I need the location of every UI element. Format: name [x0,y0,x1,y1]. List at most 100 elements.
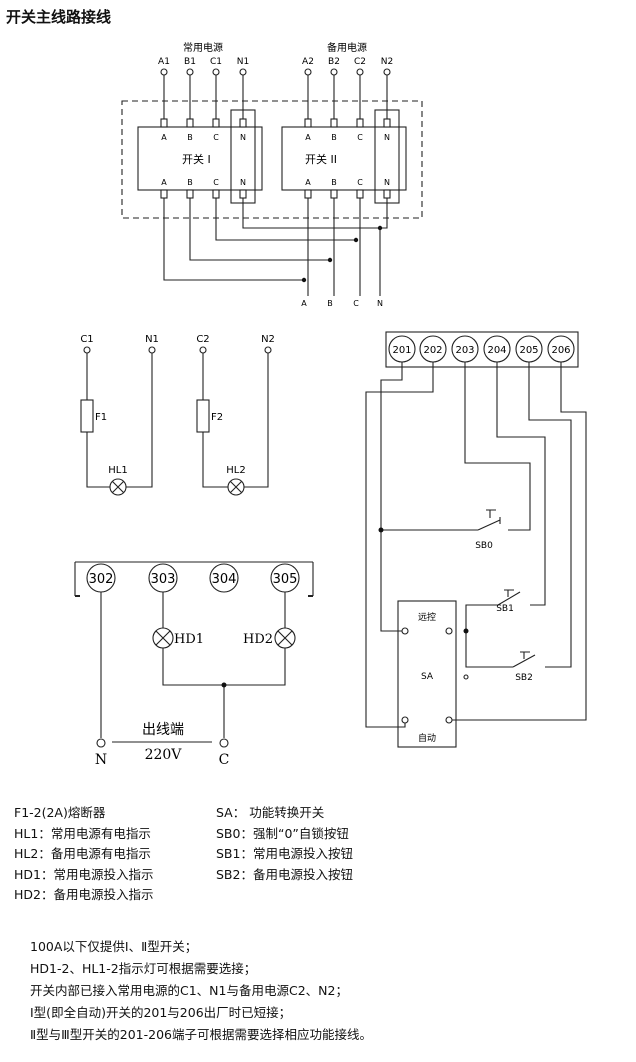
svg-text:203: 203 [455,345,474,356]
terminal-n1 [239,68,247,76]
svg-text:205: 205 [519,345,538,356]
switch-1-box [137,126,263,191]
switch-1-label: 开关 I [182,152,211,166]
terminal-c1-ind [83,346,91,354]
page-title: 开关主线路接线 [6,8,112,26]
legend-item: SB2：备用电源投入按钮 [216,866,353,882]
terminal-label: B1 [184,57,196,67]
svg-text:A: A [161,178,167,187]
notes: 100A以下仅提供Ⅰ、Ⅱ型开关； HD1-2、HL1-2指示灯可根据需要选接； … [30,936,372,1046]
legend-item: HL2：备用电源有电指示 [14,846,151,861]
remote-label: 远控 [418,611,436,623]
svg-text:HL1: HL1 [108,465,127,476]
terminal-n2 [383,68,391,76]
auto-label: 自动 [418,732,436,744]
terminal-n-out [96,738,106,748]
lamp-hd2 [274,627,296,649]
terminal-n2-ind [264,346,272,354]
svg-text:B: B [331,133,337,142]
sb0-label: SB0 [475,541,493,551]
output-label: N [377,299,383,308]
svg-text:C: C [219,752,230,768]
svg-text:N: N [240,133,246,142]
svg-text:C2: C2 [196,334,209,345]
note-line: 100A以下仅提供Ⅰ、Ⅱ型开关； [30,939,198,954]
fuse-f2 [196,399,210,433]
sa-switch-box [397,600,457,748]
svg-text:HL2: HL2 [226,465,245,476]
legend-left: F1-2(2A)熔断器 HL1：常用电源有电指示 HL2：备用电源有电指示 HD… [14,803,153,906]
note-line: Ⅱ型与Ⅲ型开关的201-206端子可根据需要选择相应功能接线。 [30,1027,372,1042]
backup-source-label: 备用电源 [327,41,367,54]
svg-text:202: 202 [423,345,442,356]
legend-item: F1-2(2A)熔断器 [14,805,106,820]
sa-label: SA [421,672,434,682]
legend-item: HL1：常用电源有电指示 [14,825,151,841]
svg-text:F2: F2 [211,412,223,423]
svg-text:C: C [213,178,219,187]
svg-text:N2: N2 [261,334,275,345]
terminal-c1 [212,68,220,76]
sb2-label: SB2 [515,673,533,683]
terminal-c-out [219,738,229,748]
terminal-c2 [356,68,364,76]
svg-text:A: A [305,178,311,187]
terminal-label: C1 [210,57,222,67]
output-terminal-title: 出线端 [142,722,184,738]
switch-2-label: 开关 II [305,152,337,166]
svg-text:302: 302 [89,572,114,587]
lamp-hl2 [227,478,245,496]
legend-item: SA： 功能转换开关 [216,805,325,820]
svg-text:F1: F1 [95,412,107,423]
svg-text:B: B [331,178,337,187]
svg-text:303: 303 [151,572,176,587]
output-label: A [301,299,307,308]
svg-text:204: 204 [487,345,506,356]
svg-text:C: C [213,133,219,142]
fuse-f1 [80,399,94,433]
main-switch-frame [121,100,423,219]
svg-text:N1: N1 [145,334,159,345]
note-line: Ⅰ型(即全自动)开关的201与206出厂时已短接； [30,1005,292,1020]
output-label: B [327,299,333,308]
legend-item: HD1：常用电源投入指示 [14,866,154,882]
terminal-label: A1 [158,57,170,67]
note-line: HD1-2、HL1-2指示灯可根据需要选接； [30,961,257,976]
svg-text:A: A [161,133,167,142]
terminal-label: N2 [381,57,393,67]
legend-right: SA： 功能转换开关 SB0：强制“0”自锁按钮 SB1：常用电源投入按钮 SB… [216,803,353,885]
note-line: 开关内部已接入常用电源的C1、N1与备用电源C2、N2； [30,983,348,998]
sb1-label: SB1 [496,604,514,614]
terminal-label: N1 [237,57,249,67]
terminal-label: A2 [302,57,314,67]
normal-source-label: 常用电源 [183,41,223,54]
svg-text:C: C [357,178,363,187]
terminal-304 [209,563,239,593]
svg-text:N: N [240,178,246,187]
svg-text:206: 206 [551,345,570,356]
svg-text:305: 305 [273,572,298,587]
terminal-n1-ind [148,346,156,354]
legend-item: SB0：强制“0”自锁按钮 [216,825,349,841]
lamp-hl1 [109,478,127,496]
control-terminal-strip [385,331,579,368]
svg-text:N: N [95,752,107,768]
lamp-hd1-label: HD1 [174,632,204,647]
svg-text:N: N [384,178,390,187]
legend-item: SB1：常用电源投入按钮 [216,846,353,861]
legend-item: HD2：备用电源投入指示 [14,887,154,902]
terminal-c2-ind [199,346,207,354]
svg-text:B: B [187,133,193,142]
svg-text:201: 201 [392,345,411,356]
svg-text:A: A [305,133,311,142]
terminal-b2 [330,68,338,76]
output-voltage: 220V [145,747,183,763]
svg-text:C1: C1 [80,334,93,345]
terminal-label: B2 [328,57,340,67]
svg-text:N: N [384,133,390,142]
terminal-b1 [186,68,194,76]
terminal-label: C2 [354,57,366,67]
terminal-a2 [304,68,312,76]
switch-2-box [281,126,407,191]
